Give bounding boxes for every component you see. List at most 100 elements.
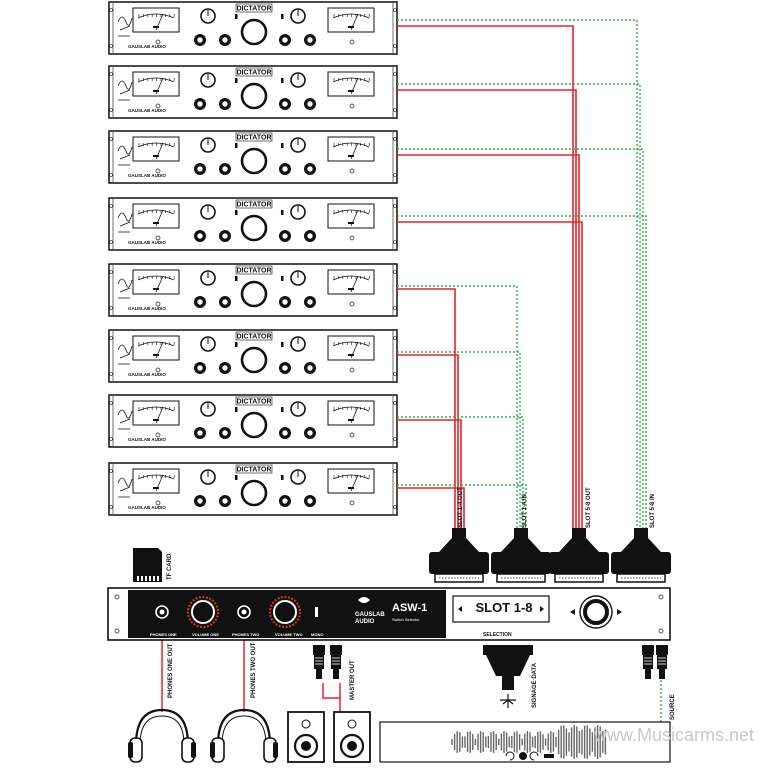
toggle-icon <box>281 475 284 480</box>
speaker-left-icon <box>287 711 325 763</box>
switch-icon <box>155 500 161 506</box>
toggle-icon <box>235 143 238 148</box>
main-knob-icon <box>240 479 268 507</box>
unit-brand: GAUSLAB AUDIO <box>128 372 166 377</box>
switch-icon <box>349 168 355 174</box>
switch-icon <box>349 301 355 307</box>
main-knob-icon <box>240 214 268 242</box>
mount-screw-icon <box>109 137 113 141</box>
switch-icon <box>155 168 161 174</box>
switch-icon <box>155 235 161 241</box>
selector-model: ASW-1 <box>392 602 428 614</box>
knob-label-volume-two: VOLUME TWO <box>275 632 303 637</box>
label-tf-card: TF CARD <box>167 553 173 580</box>
volume-knob-icon <box>273 600 297 624</box>
loop-icon <box>505 751 515 761</box>
arrow-left-icon <box>570 609 575 615</box>
mount-screw-icon <box>393 437 397 441</box>
toggle-icon <box>235 210 238 215</box>
mount-screw-icon <box>393 72 397 76</box>
label-slot-1-4-out: SLOT 1-4 OUT <box>458 487 464 528</box>
selector-display: SLOT 1-8 <box>475 600 533 615</box>
switch-icon <box>155 103 161 109</box>
cable <box>397 154 580 530</box>
brand-logo-icon <box>358 597 370 603</box>
arrow-right-icon <box>540 606 544 612</box>
volume-ring <box>268 595 302 629</box>
switch-icon <box>349 367 355 373</box>
mount-screw-icon <box>109 8 113 12</box>
mount-screw-icon <box>109 469 113 473</box>
play-button-icon <box>519 752 527 760</box>
mount-screw-icon <box>114 628 120 634</box>
selector-display-frame <box>452 595 550 623</box>
brand-logo-icon <box>117 477 133 498</box>
vu-meter <box>327 400 375 426</box>
cable <box>397 487 465 530</box>
unit-brand: GAUSLAB AUDIO <box>128 44 166 49</box>
vu-meter <box>132 468 180 494</box>
toggle-icon <box>235 14 238 19</box>
vu-meter <box>132 269 180 295</box>
cable <box>397 25 574 530</box>
headphones-one-icon <box>128 708 196 763</box>
unit-brand: GAUSLAB AUDIO <box>128 108 166 113</box>
brand-logo-icon <box>117 145 133 166</box>
main-knob-icon <box>240 82 268 110</box>
label-slot-5-8-in: SLOT 5-8 IN <box>650 493 656 528</box>
switch-icon <box>155 432 161 438</box>
phones-jack-icon <box>237 605 251 619</box>
toggle-icon <box>235 475 238 480</box>
slot-1-4-out-connector <box>429 528 489 583</box>
mount-screw-icon <box>109 240 113 244</box>
mount-screw-icon <box>658 594 664 600</box>
unit-name: DICTATOR <box>237 334 272 341</box>
cable <box>397 419 462 530</box>
toggle-icon <box>281 14 284 19</box>
volume-ring <box>186 595 220 629</box>
mount-screw-icon <box>109 173 113 177</box>
mount-screw-icon <box>393 8 397 12</box>
vu-meter <box>327 7 375 33</box>
tf-card-icon <box>133 548 162 582</box>
vu-meter <box>132 71 180 97</box>
mount-screw-icon <box>109 306 113 310</box>
mount-screw-icon <box>109 44 113 48</box>
knob-label-mono: MONO <box>311 632 324 637</box>
source-xlr-left <box>642 645 654 679</box>
knob-label-phones-two: PHONES TWO <box>232 632 260 637</box>
unit-name: DICTATOR <box>237 135 272 142</box>
mount-screw-icon <box>393 204 397 208</box>
label-master-out: MASTER OUT <box>350 660 356 700</box>
mount-screw-icon <box>393 306 397 310</box>
switch-icon <box>349 432 355 438</box>
label-slot-1-4-in: SLOT 1-4 IN <box>522 493 528 528</box>
vu-meter <box>132 203 180 229</box>
loop-icon <box>529 751 539 761</box>
cable <box>397 354 459 530</box>
switch-icon <box>349 103 355 109</box>
vu-meter <box>327 468 375 494</box>
brand-logo-icon <box>117 212 133 233</box>
vu-meter <box>132 335 180 361</box>
mount-screw-icon <box>109 72 113 76</box>
waveform <box>451 725 607 760</box>
switch-icon <box>349 39 355 45</box>
mount-screw-icon <box>109 401 113 405</box>
vu-meter <box>327 269 375 295</box>
cable <box>397 351 521 535</box>
unit-name: DICTATOR <box>237 70 272 77</box>
brand-logo-icon <box>117 344 133 365</box>
cable <box>397 89 577 530</box>
mount-screw-icon <box>109 336 113 340</box>
mount-screw-icon <box>393 240 397 244</box>
toggle-icon <box>281 210 284 215</box>
brand-logo-icon <box>117 80 133 101</box>
mount-screw-icon <box>658 628 664 634</box>
brand-logo-icon <box>117 278 133 299</box>
